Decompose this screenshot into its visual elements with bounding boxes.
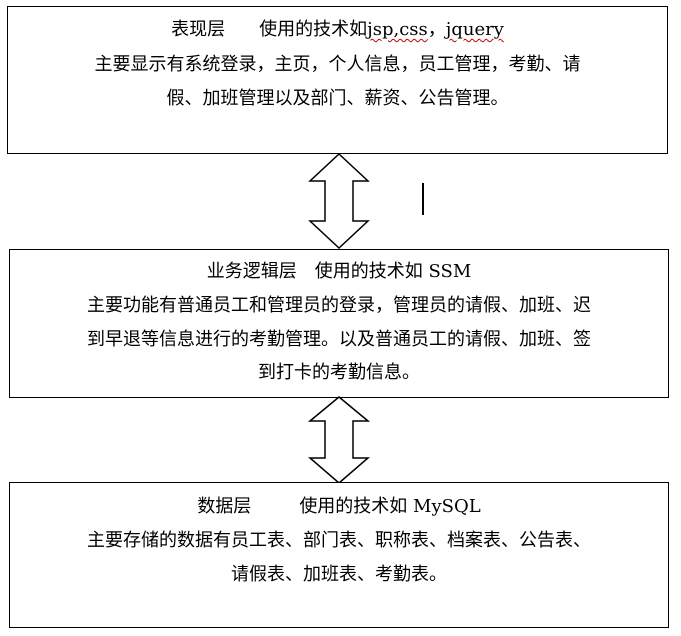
presentation-layer-box: 表现层 使用的技术如 jsp,css，jquery 主要显示有系统登录，主页，个人… [7,6,668,154]
business-logic-layer-box: 业务逻辑层使用的技术如 SSM 主要功能有普通员工和管理员的登录，管理员的请假、… [9,249,669,398]
data-layer-tech: 使用的技术如 MySQL [299,496,481,517]
double-arrow-2 [308,396,370,484]
data-layer-name: 数据层 [197,496,252,517]
presentation-layer-title: 表现层 使用的技术如 jsp,css，jquery [8,18,667,42]
tech-separator: ， [427,19,446,40]
business-logic-layer-desc-line-1: 主要功能有普通员工和管理员的登录，管理员的请假、加班、迟 [87,295,591,316]
presentation-layer-name: 表现层 [171,19,226,40]
data-layer-desc-line-2: 请假表、加班表、考勤表。 [231,564,447,585]
presentation-layer-tech-prefix: 使用的技术如 [259,19,368,40]
tech-jsp-css: jsp,css [367,19,428,40]
double-arrow-1 [308,153,370,249]
presentation-layer-desc-line-1: 主要显示有系统登录，主页，个人信息，员工管理，考勤、请 [94,54,581,75]
business-logic-layer-name: 业务逻辑层 [206,261,297,282]
text-cursor [422,183,424,215]
presentation-layer-desc-line-2: 假、加班管理以及部门、薪资、公告管理。 [166,88,509,109]
business-logic-layer-tech: 使用的技术如 SSM [314,261,472,282]
business-logic-layer-desc-line-3: 到打卡的考勤信息。 [258,362,420,383]
data-layer-title: 数据层 使用的技术如 MySQL [10,495,668,519]
data-layer-desc-line-1: 主要存储的数据有员工表、部门表、职称表、档案表、公告表、 [87,530,591,551]
data-layer-box: 数据层 使用的技术如 MySQL 主要存储的数据有员工表、部门表、职称表、档案表、… [9,482,669,628]
tech-jquery: jquery [445,19,504,40]
business-logic-layer-title: 业务逻辑层使用的技术如 SSM [10,260,668,284]
business-logic-layer-desc-line-2: 到早退等信息进行的考勤管理。以及普通员工的请假、加班、签 [87,329,591,350]
